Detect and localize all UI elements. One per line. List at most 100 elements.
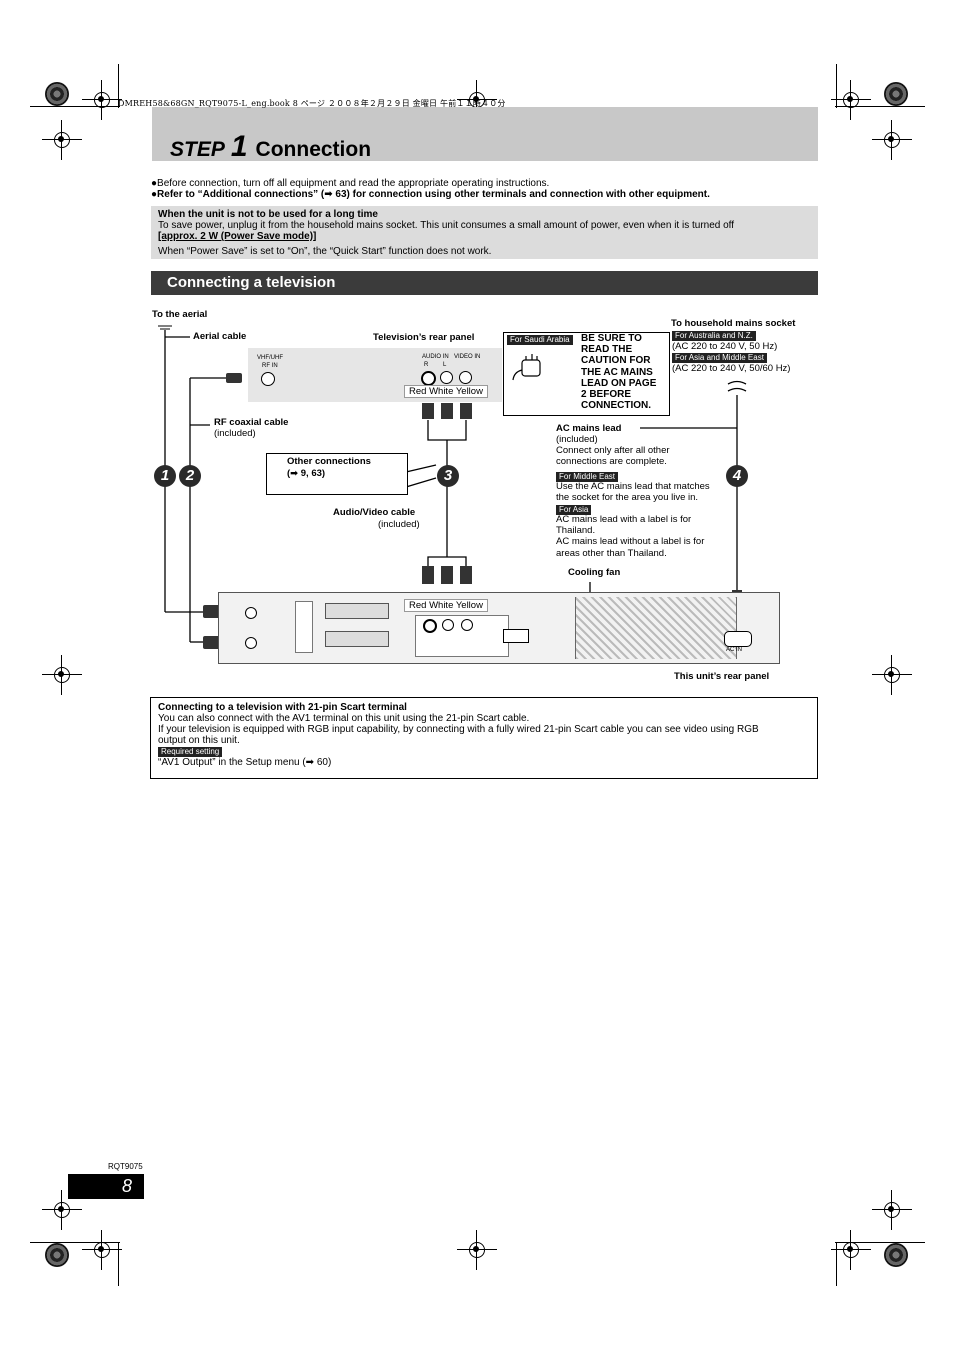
video-out-jack-icon [461, 619, 473, 631]
video-in-label: VIDEO IN [454, 354, 481, 360]
step-title: Connection [255, 138, 372, 161]
audio-in-label: AUDIO IN [422, 354, 449, 360]
step-1-badge: 1 [154, 465, 176, 487]
step-number: 1 [230, 130, 248, 163]
ac-in-label: AC IN [726, 647, 743, 653]
step-2-badge: 2 [179, 465, 201, 487]
crop-mark [836, 64, 837, 108]
hdmi-port-icon [503, 629, 529, 643]
saudi-tag: For Saudi Arabia [507, 334, 573, 345]
registration-globe-icon [45, 1243, 69, 1267]
rf-in-jack-icon [245, 637, 257, 649]
cooling-fan-label: Cooling fan [568, 567, 621, 578]
audio-l-out-jack-icon [442, 619, 454, 631]
aerial-cable-label: Aerial cable [193, 331, 247, 342]
unit-rear-panel-label: This unit’s rear panel [674, 671, 770, 682]
ac-lead-label: AC mains lead [556, 423, 622, 434]
other-connections-ref: (➡ 9, 63) [287, 468, 326, 479]
note-emphasis: [approx. 2 W (Power Save mode)] [158, 231, 317, 242]
crop-mark [118, 64, 119, 108]
crosshair-icon [457, 1230, 497, 1270]
header-band [152, 107, 818, 161]
rwy-label-bottom: Red White Yellow [404, 599, 488, 612]
asia-text-2: Thailand. [556, 525, 596, 536]
asia-text-4: areas other than Thailand. [556, 548, 667, 559]
crosshair-icon [42, 120, 82, 160]
ac-connect-1: Connect only after all other [556, 445, 670, 456]
middle-east-text-1: Use the AC mains lead that matches [556, 481, 710, 492]
crosshair-icon [831, 80, 871, 120]
aus-tag: For Australia and N.Z. [672, 330, 756, 341]
audio-r-out-jack-icon [423, 619, 437, 633]
asia-text-3: AC mains lead without a label is for [556, 536, 705, 547]
av-cable-sub: (included) [378, 519, 420, 530]
page-number: 8 [121, 1176, 132, 1196]
crosshair-icon [872, 1190, 912, 1230]
registration-globe-icon [45, 82, 69, 106]
crop-mark [30, 1242, 120, 1243]
crosshair-icon [42, 1190, 82, 1230]
ac-lead-sub: (included) [556, 434, 598, 445]
document-code: RQT9075 [108, 1162, 143, 1171]
crosshair-icon [82, 1230, 122, 1270]
av-cable-label: Audio/Video cable [333, 507, 416, 518]
required-setting-tag: Required setting [158, 746, 810, 757]
crosshair-icon [42, 655, 82, 695]
scart-line: If your television is equipped with RGB … [158, 724, 759, 735]
step-word: STEP [170, 138, 225, 161]
scart-av1-port-icon [325, 603, 389, 619]
crop-mark [118, 1242, 119, 1286]
scart-av2-port-icon [325, 631, 389, 647]
registration-globe-icon [884, 82, 908, 106]
scart-line: You can also connect with the AV1 termin… [158, 713, 530, 724]
vhf-label: VHF/UHF [257, 355, 283, 361]
file-info: DMREH58&68GN_RQT9075-L_eng.book 8 ページ ２０… [118, 99, 506, 108]
other-connections-box [266, 453, 408, 495]
section-title-bar: Connecting a television [151, 271, 818, 295]
rf-in-jack-icon [261, 372, 275, 386]
crop-mark [30, 106, 120, 107]
r-label: R [424, 362, 429, 368]
fan-grille-icon [575, 597, 737, 659]
note-footer: When “Power Save” is set to “On”, the “Q… [158, 246, 492, 257]
audio-r-jack-icon [421, 371, 436, 386]
rf-in-label: RF IN [262, 363, 278, 369]
crosshair-icon [831, 1230, 871, 1270]
asia-text-1: AC mains lead with a label is for [556, 514, 692, 525]
note-box: When the unit is not to be used for a lo… [151, 206, 818, 259]
other-connections-label: Other connections [287, 456, 371, 467]
step-3-badge: 3 [437, 465, 459, 487]
asia-tag: For Asia [556, 504, 592, 515]
video-jack-icon [459, 371, 472, 384]
scart-line: output on this unit. [158, 735, 240, 746]
component-out-jacks-icon [295, 601, 313, 653]
l-label: L [443, 362, 447, 368]
rf-coax-sub: (included) [214, 428, 256, 439]
scart-info-box: Connecting to a television with 21-pin S… [150, 697, 818, 779]
asia-me-voltage: (AC 220 to 240 V, 50/60 Hz) [672, 363, 791, 374]
section-title: Connecting a television [167, 274, 336, 291]
household-socket-label: To household mains socket [671, 318, 796, 329]
middle-east-text-2: the socket for the area you live in. [556, 492, 699, 503]
middle-east-tag: For Middle East [556, 471, 619, 482]
ac-in-socket-icon [724, 631, 752, 647]
saudi-caution-text: BE SURE TO READ THE CAUTION FOR THE AC M… [581, 333, 657, 412]
crop-mark [835, 1242, 925, 1243]
rf-coax-label: RF coaxial cable [214, 417, 289, 428]
intro-line: ●Before connection, turn off all equipme… [151, 178, 550, 189]
crosshair-icon [872, 655, 912, 695]
to-aerial-label: To the aerial [152, 309, 208, 320]
crop-mark [836, 1242, 837, 1286]
rwy-label-top: Red White Yellow [404, 385, 488, 398]
tv-rear-panel-label: Television’s rear panel [373, 332, 475, 343]
registration-globe-icon [884, 1243, 908, 1267]
intro-line: ●Refer to “Additional connections” (➡ 63… [151, 189, 710, 200]
intro-text: ●Before connection, turn off all equipme… [151, 178, 831, 200]
rf-out-jack-icon [245, 607, 257, 619]
scart-title: Connecting to a television with 21-pin S… [158, 702, 407, 713]
crop-mark [835, 106, 925, 107]
audio-l-jack-icon [440, 371, 453, 384]
aus-voltage: (AC 220 to 240 V, 50 Hz) [672, 341, 778, 352]
note-body: To save power, unplug it from the househ… [158, 220, 735, 231]
